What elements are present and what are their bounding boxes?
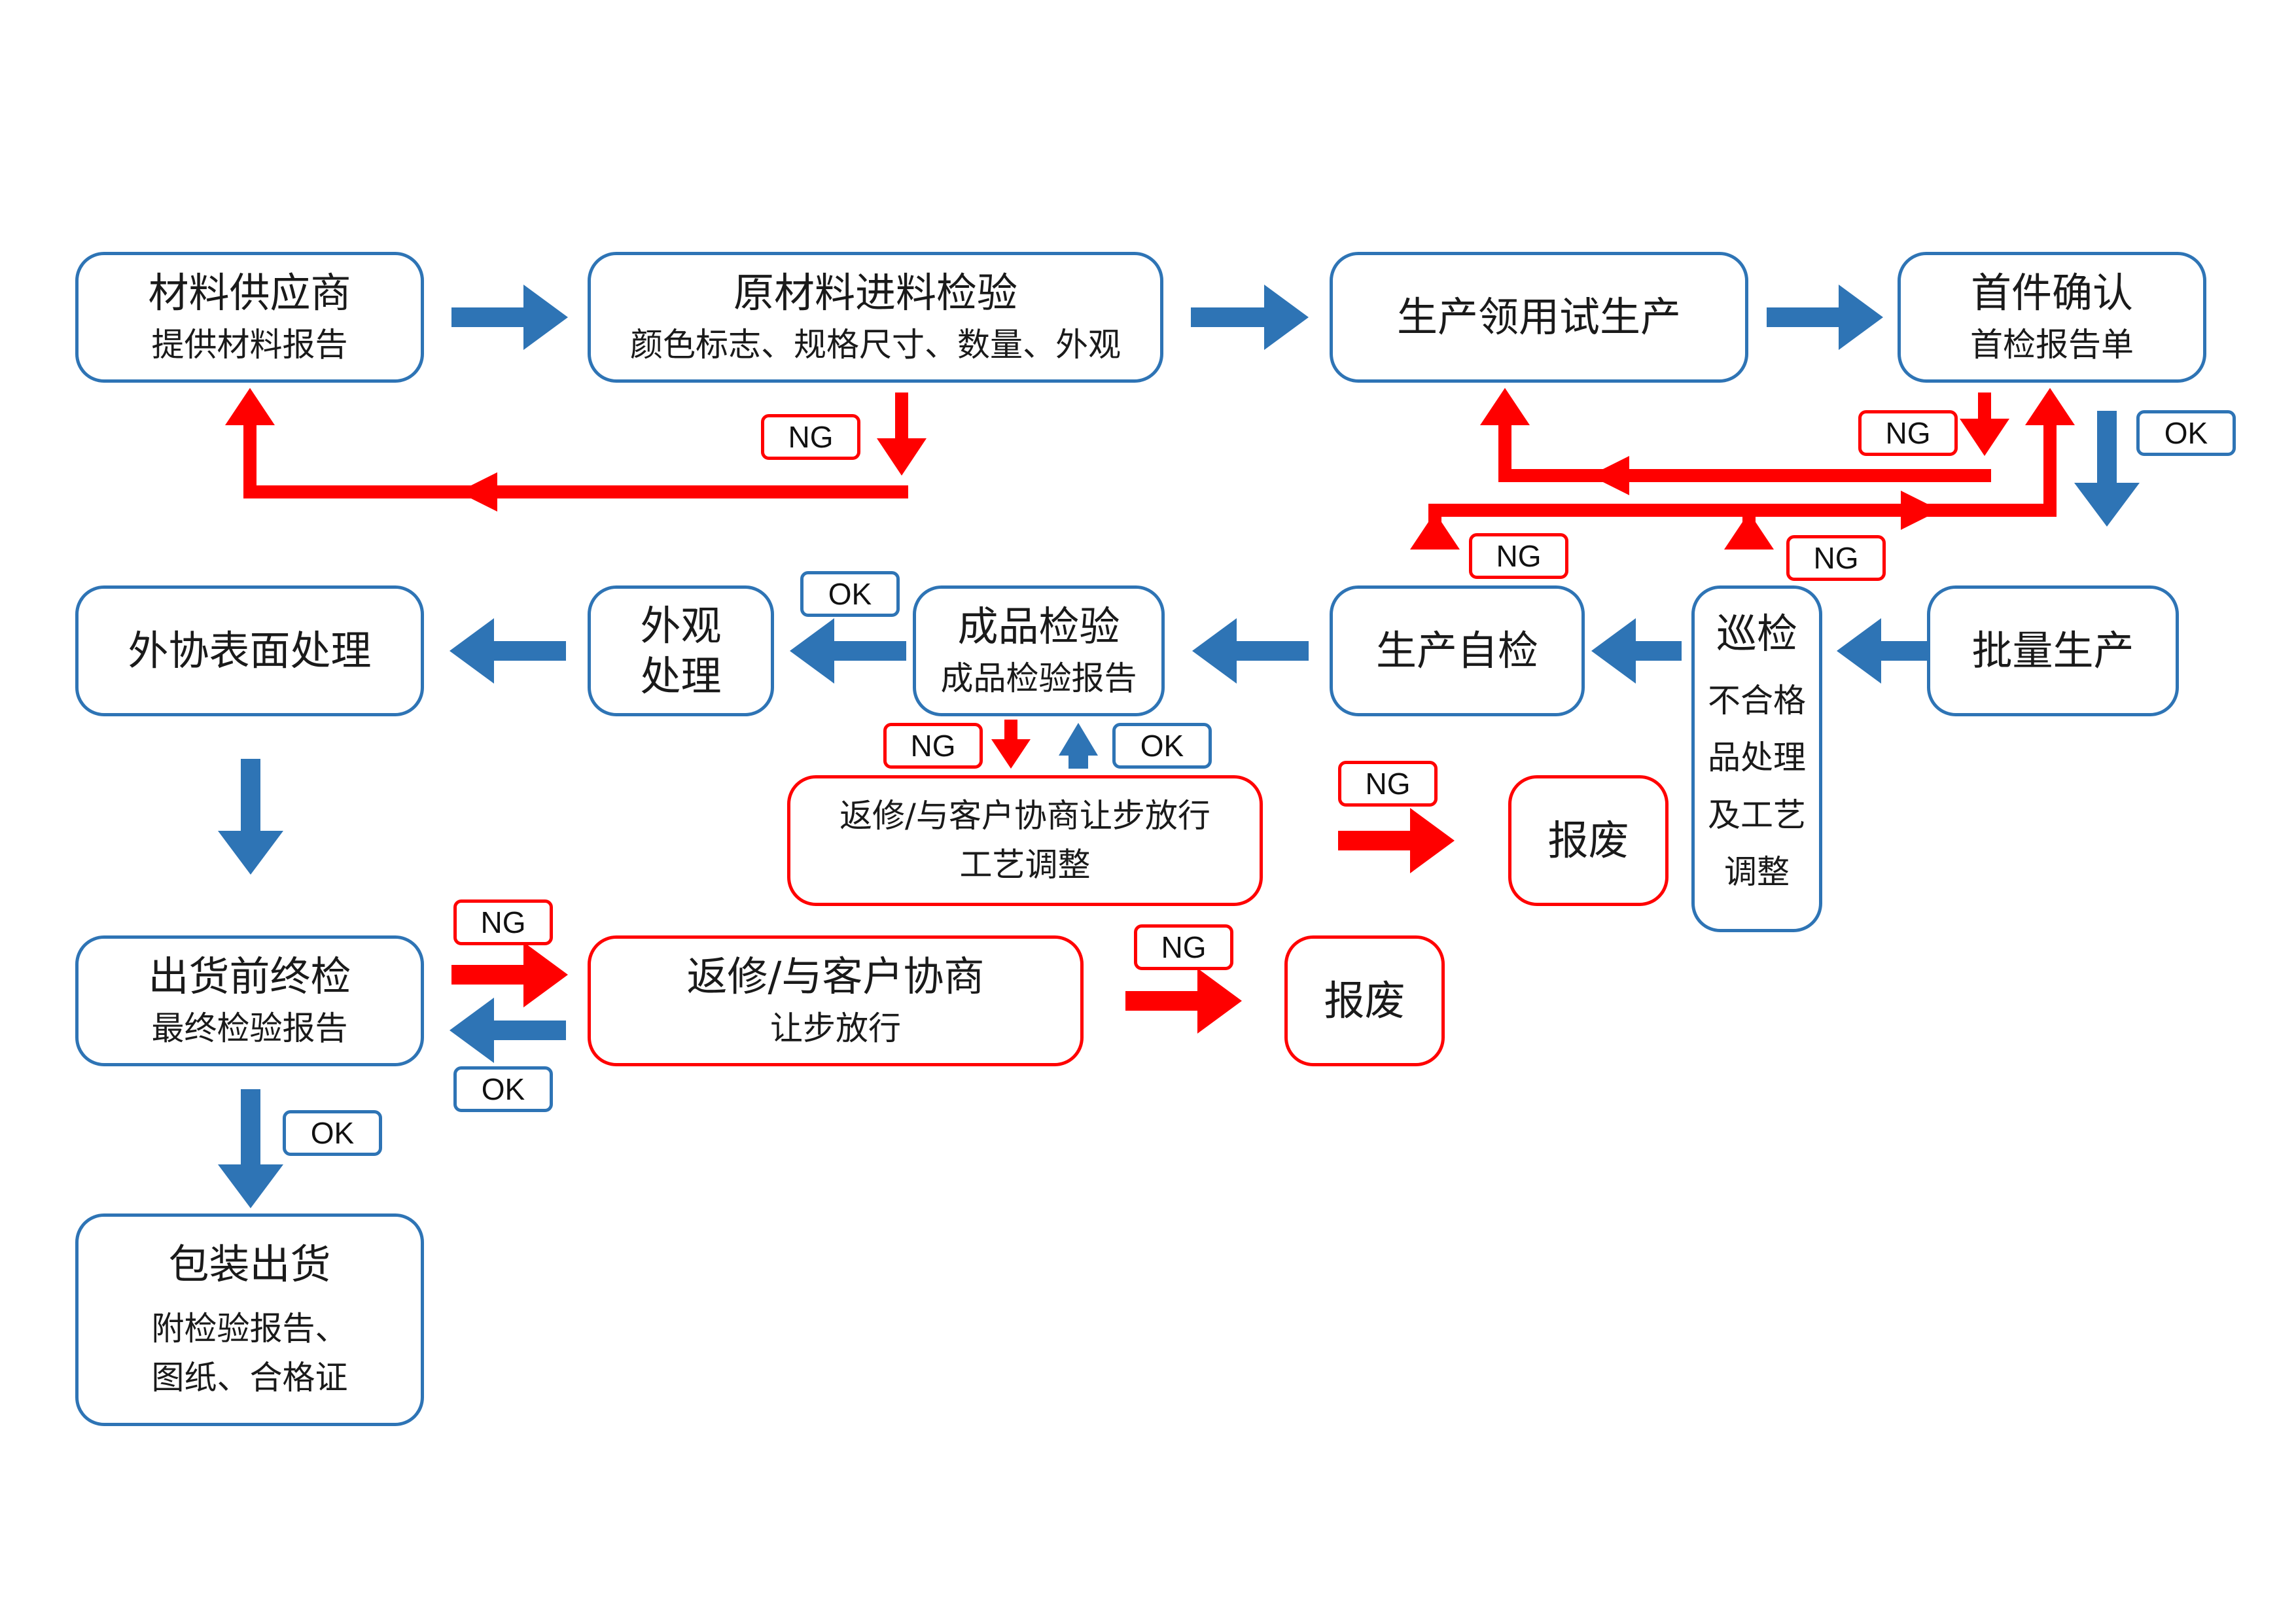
ng-tag-scrap1: NG: [1338, 761, 1438, 807]
node-title: 外协表面处理: [128, 627, 372, 675]
node-line: 及工艺: [1708, 795, 1806, 834]
node-title-line1: 外观: [640, 601, 722, 650]
ng-to-trial-up-line: [1498, 425, 1511, 482]
ng-rework2-to-scrap: [1125, 968, 1242, 1034]
arrow-rework2-ok-left: [450, 998, 566, 1063]
ng-incoming-down-line: [895, 393, 908, 438]
ok-tag-rework1: OK: [1112, 723, 1212, 769]
ng-right-head: [1901, 491, 1940, 530]
ng-tag-preship: NG: [453, 899, 553, 945]
node-title: 返修/与客户协商让步放行: [839, 796, 1210, 835]
node-subtitle: 最终检验报告: [151, 1009, 348, 1047]
node-line: 不合格: [1708, 681, 1806, 720]
node-title: 包装出货: [168, 1240, 331, 1289]
ng-incoming-down-head: [877, 438, 927, 476]
node-title: 原材料进料检验: [733, 268, 1017, 317]
ng-first-left-head: [1590, 456, 1629, 495]
node-subtitle: 提供材料报告: [151, 326, 348, 364]
node-preship-final: 出货前终检 最终检验报告: [75, 935, 424, 1066]
ng-rework1-to-scrap: [1338, 808, 1455, 873]
node-subtitle: 成品检验报告: [940, 659, 1137, 697]
ng-right-line: [1428, 504, 2057, 517]
arrow-trial-to-first: [1767, 285, 1883, 350]
node-line: 图纸、合格证: [151, 1359, 348, 1397]
arrow-rework1-ok-up: [1059, 723, 1098, 769]
node-subtitle: 工艺调整: [959, 846, 1091, 884]
node-rework-concession: 返修/与客户协商让步放行 工艺调整: [787, 775, 1263, 906]
ng-preship-to-rework2: [451, 942, 568, 1007]
node-line: 品处理: [1708, 739, 1806, 777]
arrow-supplier-to-incoming: [451, 285, 568, 350]
node-first-article: 首件确认 首检报告单: [1898, 252, 2206, 383]
node-incoming-inspection: 原材料进料检验 颜色标志、规格尺寸、数量、外观: [588, 252, 1163, 383]
node-subtitle: 首检报告单: [1970, 326, 2134, 364]
node-rework-2: 返修/与客户协商 让步放行: [588, 935, 1084, 1066]
node-title: 生产自检: [1375, 627, 1538, 675]
node-title: 批量生产: [1971, 627, 2134, 675]
node-title-line2: 处理: [640, 652, 722, 700]
node-subtitle: 颜色标志、规格尺寸、数量、外观: [630, 326, 1121, 364]
ng-tag-final-product: NG: [883, 723, 983, 769]
ng-incoming-left-line: [243, 485, 908, 498]
ng-incoming-up-head: [225, 388, 275, 425]
ng-tag-rework2: NG: [1134, 924, 1233, 970]
ng-incoming-left-head: [458, 472, 497, 512]
arrow-final-to-appearance: [790, 618, 906, 684]
node-title: 材料供应商: [148, 268, 351, 317]
arrow-patrol-to-selfcheck: [1591, 618, 1682, 684]
ng-first-down-head: [1960, 419, 2009, 456]
node-patrol-inspection: 巡检 不合格 品处理 及工艺 调整: [1691, 585, 1822, 932]
node-appearance: 外观 处理: [588, 585, 774, 716]
node-supplier: 材料供应商 提供材料报告: [75, 252, 424, 383]
arrow-first-ok-down: [2074, 411, 2140, 527]
node-subtitle: 让步放行: [770, 1009, 901, 1047]
node-final-product-inspection: 成品检验 成品检验报告: [913, 585, 1165, 716]
node-title: 生产领用试生产: [1396, 293, 1681, 341]
node-title: 返修/与客户协商: [686, 952, 985, 1000]
node-title: 首件确认: [1970, 268, 2133, 317]
ok-tag-rework2: OK: [453, 1066, 553, 1112]
node-line: 调整: [1724, 853, 1790, 891]
node-mass-production: 批量生产: [1927, 585, 2179, 716]
ng-tag-first-article: NG: [1858, 410, 1958, 456]
ng-patrol-up-head: [1724, 512, 1774, 550]
ng-incoming-up-line: [243, 425, 256, 498]
node-outsource-surface: 外协表面处理: [75, 585, 424, 716]
ok-tag-preship: OK: [283, 1110, 382, 1156]
node-scrap-1: 报废: [1508, 775, 1669, 906]
ng-to-first-up-head: [2025, 388, 2075, 425]
ng-to-first-up-line: [2043, 425, 2057, 517]
ng-tag-self-check: NG: [1469, 533, 1568, 579]
arrow-mass-to-patrol: [1837, 618, 1927, 684]
node-title: 成品检验: [957, 602, 1120, 650]
node-title: 巡检: [1716, 610, 1797, 657]
ng-final-down-arrow: [991, 720, 1031, 769]
arrow-appearance-to-outsource: [450, 618, 566, 684]
node-scrap-2: 报废: [1284, 935, 1445, 1066]
arrow-outsource-down: [218, 759, 283, 875]
ng-tag-patrol: NG: [1786, 535, 1886, 581]
node-title: 报废: [1547, 816, 1629, 865]
ng-first-left-line: [1498, 469, 1991, 482]
node-title: 出货前终检: [148, 952, 351, 1000]
node-trial-production: 生产领用试生产: [1330, 252, 1748, 383]
ng-selfcheck-up-head: [1410, 512, 1460, 550]
ng-tag-incoming: NG: [761, 414, 860, 460]
node-title: 报废: [1324, 977, 1405, 1025]
node-self-check: 生产自检: [1330, 585, 1585, 716]
ng-to-trial-up-head: [1480, 388, 1530, 425]
blue-arrows: [218, 285, 2140, 1208]
arrow-incoming-to-trial: [1191, 285, 1309, 350]
red-arrows: [225, 388, 2075, 1034]
node-line: 附检验报告、: [151, 1309, 348, 1348]
node-packing-ship: 包装出货 附检验报告、 图纸、合格证: [75, 1213, 424, 1426]
arrow-selfcheck-to-final: [1192, 618, 1309, 684]
arrow-preship-ok-down: [218, 1089, 283, 1208]
ok-tag-final-product-top: OK: [800, 571, 900, 617]
ok-tag-first-article: OK: [2136, 410, 2236, 456]
